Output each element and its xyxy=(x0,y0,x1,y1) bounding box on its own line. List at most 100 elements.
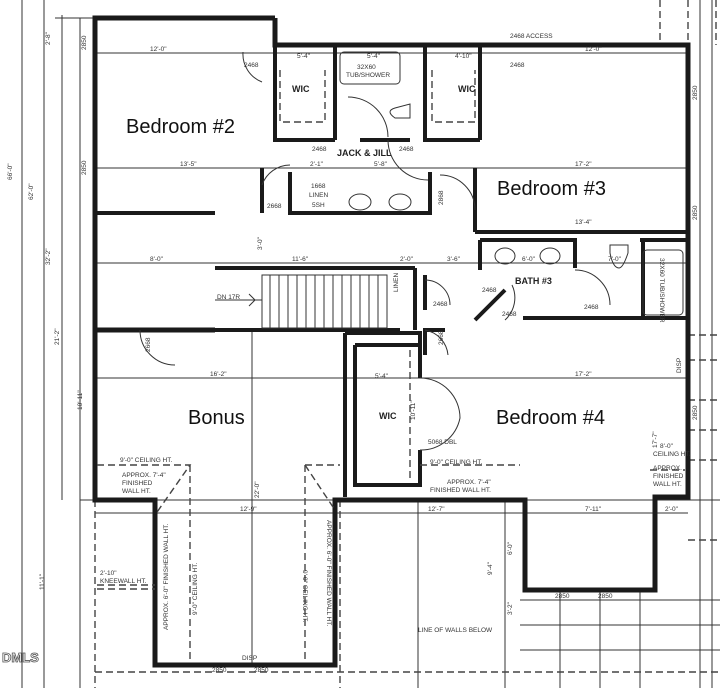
wall-height-label: FINISHED xyxy=(653,473,684,480)
door-size: 2468 xyxy=(399,146,414,153)
sink xyxy=(539,247,561,265)
window-size: 2850 xyxy=(555,593,570,600)
toilet xyxy=(389,103,411,119)
ceiling-label: 8'-0" xyxy=(660,443,674,450)
bathtub xyxy=(339,51,401,85)
mls-watermark-logo: DMLS xyxy=(2,650,39,665)
room-labels: Bedroom #2 Bedroom #3 Bonus Bedroom #4 xyxy=(126,116,606,429)
window-size: 2850 xyxy=(692,405,699,420)
wall-height-label: APPROX. 6'-0" FINISHED WALL HT. xyxy=(325,520,332,627)
window-size: 2850 xyxy=(81,35,88,50)
wall-height-label: APPROX. xyxy=(653,465,682,472)
dimension: 22'-0" xyxy=(254,481,261,498)
dimension: 9'-4" xyxy=(487,561,494,575)
dimension: 16'-2" xyxy=(210,371,227,378)
wall-height-label: APPROX. 7'-4" xyxy=(122,472,166,479)
disposal-label: DISP xyxy=(242,655,257,662)
ceiling-label: 9'-0" CEILING HT. xyxy=(192,562,199,615)
room-label-bedroom-4: Bedroom #4 xyxy=(496,407,605,429)
dimension: 13'-5" xyxy=(180,161,197,168)
door-size: 2668 xyxy=(267,203,282,210)
window-size: 2850 xyxy=(692,205,699,220)
kneewall-label: 2'-10" xyxy=(100,570,117,577)
dimension: 5'-4" xyxy=(297,53,311,60)
dimension: 11'-1" xyxy=(39,573,46,590)
window-size: 2850 xyxy=(81,160,88,175)
dimension: 66'-0" xyxy=(7,163,14,180)
tub-label: 32X60 TUB/SHOWER xyxy=(658,258,665,323)
dimension: 5'-8" xyxy=(374,161,388,168)
dimension: 17'-7" xyxy=(652,431,659,448)
tub-label: TUB/SHOWER xyxy=(346,72,390,79)
disposal-label: DISP xyxy=(676,358,683,373)
door-size: 2468 xyxy=(482,287,497,294)
dimension: 17'-2" xyxy=(575,371,592,378)
tub-label: 32X60 xyxy=(357,64,376,71)
dimension: 3'-0" xyxy=(257,236,264,250)
door-size: 1668 xyxy=(311,183,326,190)
ceiling-label: CEILING HT. xyxy=(653,451,691,458)
toilet xyxy=(609,244,629,269)
room-label-bedroom-3: Bedroom #3 xyxy=(497,178,606,200)
dimension: 5'-4" xyxy=(367,53,381,60)
dimension: 5'-4" xyxy=(375,373,389,380)
wic-label: WIC xyxy=(458,84,476,94)
wall-height-label: FINISHED WALL HT. xyxy=(430,487,491,494)
kneewall-label: KNEEWALL HT. xyxy=(100,578,147,585)
door-size: 2668 xyxy=(438,330,445,345)
dimension: 12'-0" xyxy=(150,46,167,53)
fixtures xyxy=(339,51,684,316)
dimension: 3'-6" xyxy=(447,256,461,263)
window-size: 2850 xyxy=(254,667,269,674)
dimension: 12'-0" xyxy=(585,46,602,53)
linen-label: LINEN xyxy=(393,273,400,292)
dimension: 2'-1" xyxy=(310,161,324,168)
door-size: 2468 xyxy=(312,146,327,153)
wall-height-label: WALL HT. xyxy=(122,488,151,495)
wic-label: WIC xyxy=(292,84,310,94)
sink xyxy=(348,193,372,211)
ceiling-lines xyxy=(97,464,685,660)
dimension: 2'-0" xyxy=(665,506,679,513)
stairs-label: DN 17R xyxy=(217,294,240,301)
window-size: 2850 xyxy=(598,593,613,600)
door-size-tags: 2468 2468 2468 2468 2468 2468 2468 2468 … xyxy=(81,35,699,674)
door-size: 2468 xyxy=(510,62,525,69)
wall-height-label: FINISHED xyxy=(122,480,153,487)
line-of-walls-label: LINE OF WALLS BELOW xyxy=(418,627,493,634)
dimension: 7'-0" xyxy=(608,256,622,263)
dimension: 21'-2" xyxy=(54,328,61,345)
door-size: 2668 xyxy=(145,337,152,352)
wall-height-label: APPROX. 6'-0" FINISHED WALL HT. xyxy=(163,523,170,630)
dimension: 11'-6" xyxy=(292,256,309,263)
annotations: WIC WIC WIC JACK & JILL BATH #3 32X60 TU… xyxy=(100,33,691,662)
linen-label: LINEN xyxy=(309,192,328,199)
dimension: 12'-7" xyxy=(428,506,445,513)
doors xyxy=(139,51,611,451)
dimension: 6'-0" xyxy=(522,256,536,263)
ceiling-label: 9'-0" CEILING HT. xyxy=(301,570,308,623)
sink xyxy=(388,193,412,211)
door-size: 2868 xyxy=(438,190,445,205)
dimension: 17'-2" xyxy=(575,161,592,168)
dimension: 62'-0" xyxy=(28,183,35,200)
room-label-bonus: Bonus xyxy=(188,407,245,429)
dimension: 8'-0" xyxy=(150,256,164,263)
shelves-label: 5SH xyxy=(312,202,325,209)
door-size: 2468 xyxy=(502,311,517,318)
staircase xyxy=(215,274,388,329)
wic-label: WIC xyxy=(379,411,397,421)
dimension: 10'-11" xyxy=(410,400,417,420)
dimension: 2'-8" xyxy=(45,31,52,45)
dimension: 6'-0" xyxy=(507,541,514,555)
dimension: 3'-2" xyxy=(507,601,514,615)
bathtub xyxy=(642,249,684,316)
dimension-labels: 66'-0" 62'-0" 2'-8" 32'-2" 21'-2" 11'-1"… xyxy=(7,31,679,615)
window-size: 2850 xyxy=(692,85,699,100)
door-size: 2468 xyxy=(244,62,259,69)
window-size: 2850 xyxy=(212,667,227,674)
door-size: 2468 xyxy=(584,304,599,311)
dimension: 4'-10" xyxy=(455,53,472,60)
dimension: 13'-4" xyxy=(575,219,592,226)
